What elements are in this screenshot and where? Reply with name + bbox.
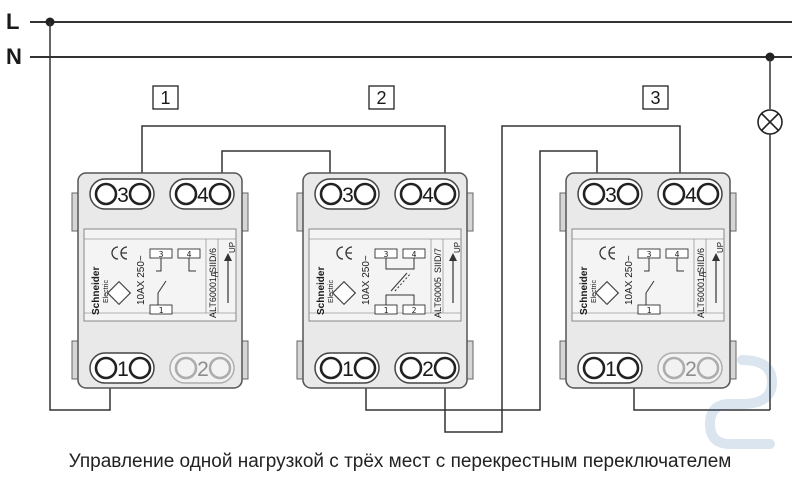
wire-phase-to-sw1-t1 <box>49 22 111 411</box>
svg-text:4: 4 <box>187 250 192 259</box>
up-label: UP <box>453 242 462 253</box>
svg-text:4: 4 <box>422 184 434 207</box>
terminal-4: 4 <box>657 178 723 210</box>
variant-label: SIID/6 <box>208 248 218 273</box>
svg-text:3: 3 <box>605 184 617 207</box>
wire-sw1-t4-to-sw2-t3 <box>221 150 331 188</box>
svg-text:2: 2 <box>197 358 209 381</box>
svg-text:4: 4 <box>675 250 680 259</box>
svg-text:2: 2 <box>412 306 417 315</box>
up-label: UP <box>228 242 237 253</box>
terminal-1: 1 <box>577 352 643 384</box>
neutral-label: N <box>6 44 22 69</box>
svg-text:1: 1 <box>342 358 354 381</box>
terminal-2: 2 <box>657 352 723 384</box>
svg-text:1: 1 <box>160 88 170 108</box>
wire-sw1-t3-to-sw2-t4 <box>141 125 446 188</box>
svg-text:1: 1 <box>384 306 389 315</box>
up-label: UP <box>716 242 725 253</box>
svg-text:3: 3 <box>650 88 660 108</box>
phase-label: L <box>6 9 19 34</box>
brand-name: Schneider <box>316 267 327 315</box>
svg-text:2: 2 <box>685 358 697 381</box>
svg-text:1: 1 <box>647 306 652 315</box>
switch-number-box-3: 3 <box>642 85 669 110</box>
svg-text:2: 2 <box>376 88 386 108</box>
diagram-caption: Управление одной нагрузкой с трёх мест с… <box>68 451 732 472</box>
terminal-4: 4 <box>394 178 460 210</box>
brand-name: Schneider <box>91 267 102 315</box>
lamp-icon <box>757 57 783 410</box>
brand-sub: Electric <box>591 280 598 303</box>
terminal-2: 2 <box>169 352 235 384</box>
svg-text:4: 4 <box>685 184 697 207</box>
svg-text:3: 3 <box>384 250 389 259</box>
rating-label: 10AX 250~ <box>136 255 147 305</box>
switch-2: 3 4 1 2 3 <box>296 172 474 389</box>
rating-label: 10AX 250~ <box>624 255 635 305</box>
svg-text:3: 3 <box>117 184 129 207</box>
rating-label: 10AX 250~ <box>361 255 372 305</box>
svg-text:3: 3 <box>342 184 354 207</box>
svg-text:1: 1 <box>605 358 617 381</box>
svg-text:4: 4 <box>197 184 209 207</box>
wire-sw2-t2-to-sw3-t4 <box>444 125 681 433</box>
svg-text:1: 1 <box>159 306 164 315</box>
terminal-3: 3 <box>314 178 380 210</box>
brand-sub: Electric <box>328 280 335 303</box>
svg-text:4: 4 <box>412 250 417 259</box>
switch-3: 3 4 1 2 3 <box>559 172 737 389</box>
svg-text:3: 3 <box>159 250 164 259</box>
terminal-2: 2 <box>394 352 460 384</box>
terminal-4: 4 <box>169 178 235 210</box>
internal-schematic: 3 4 1 2 <box>374 248 426 315</box>
svg-text:1: 1 <box>117 358 129 381</box>
terminal-3: 3 <box>89 178 155 210</box>
internal-schematic: 3 4 1 <box>149 248 201 315</box>
watermark-logo <box>704 355 778 449</box>
variant-label: SIID/6 <box>696 248 706 273</box>
internal-schematic: 3 4 1 <box>637 248 689 315</box>
svg-text:2: 2 <box>422 358 434 381</box>
switch-1: 3 4 1 2 3 <box>71 172 249 389</box>
model-label: ALT60001д <box>208 271 218 318</box>
brand-name: Schneider <box>579 267 590 315</box>
wire-sw2-t1-to-sw3-t3 <box>365 150 598 411</box>
switch-number-box-2: 2 <box>368 85 395 110</box>
svg-text:3: 3 <box>647 250 652 259</box>
variant-label: SIID/7 <box>433 248 443 273</box>
brand-sub: Electric <box>103 280 110 303</box>
model-label: ALT60005 <box>433 277 443 318</box>
switch-number-box-1: 1 <box>152 85 179 110</box>
terminal-1: 1 <box>89 352 155 384</box>
model-label: ALT60001д <box>696 271 706 318</box>
terminal-1: 1 <box>314 352 380 384</box>
terminal-3: 3 <box>577 178 643 210</box>
